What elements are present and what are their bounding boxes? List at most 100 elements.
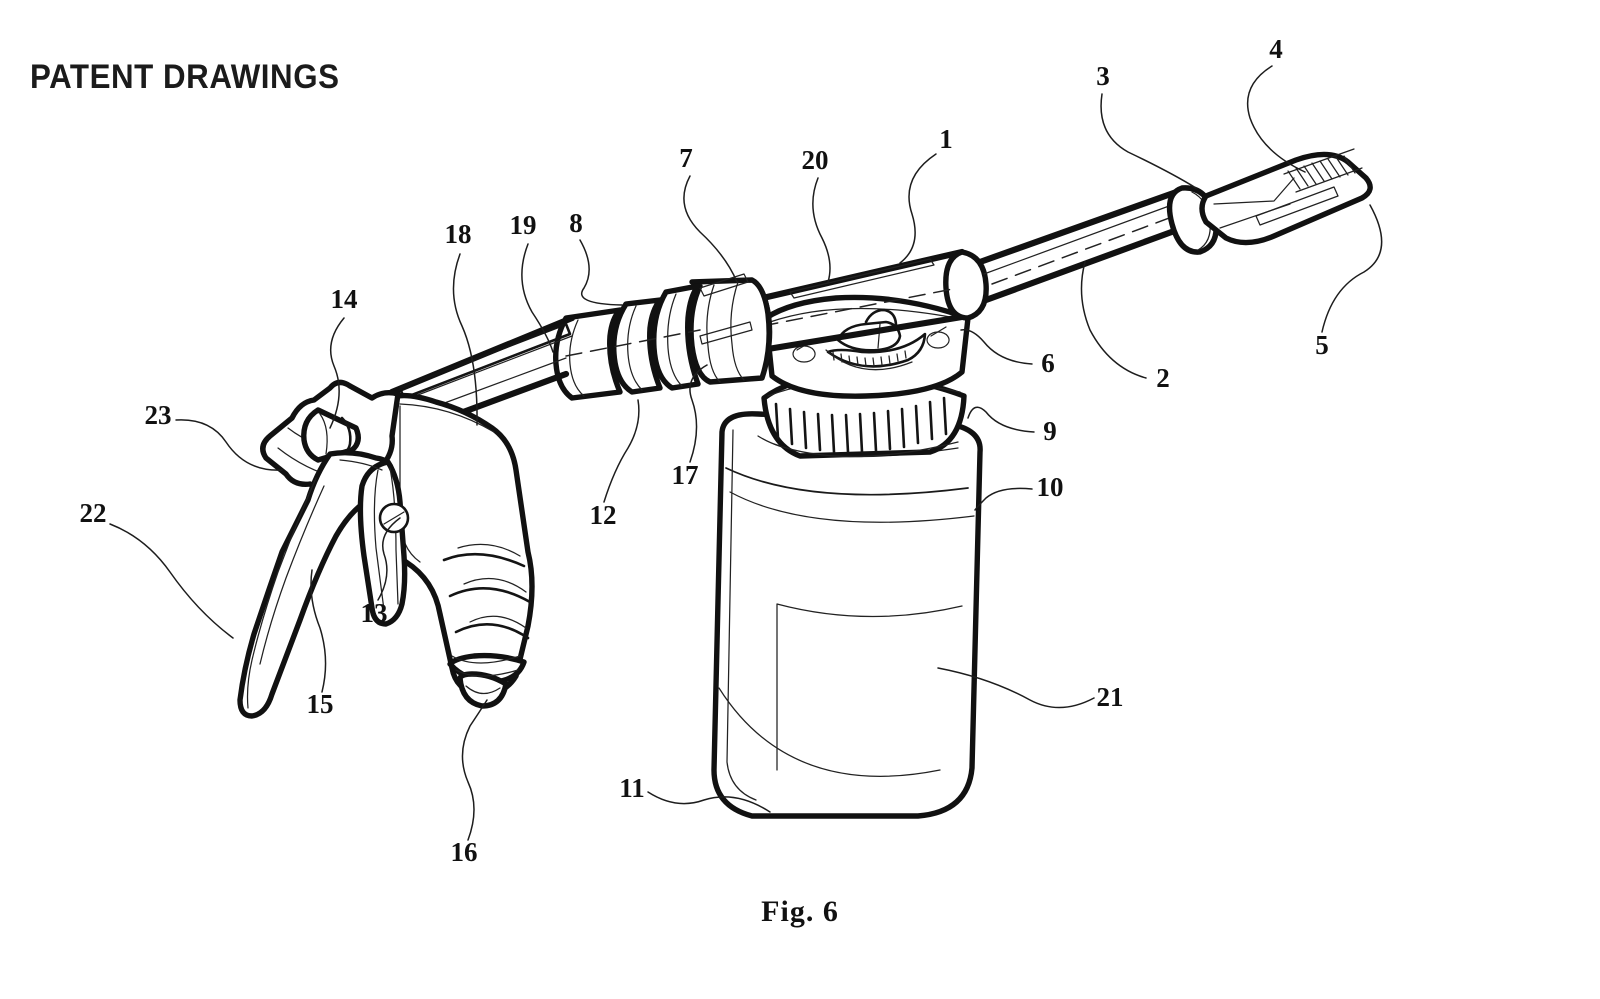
trigger-inner-edge (246, 477, 317, 709)
barrel-slot-20 (789, 258, 935, 299)
grip-ridge-3 (454, 622, 530, 640)
handle-outline (383, 392, 535, 697)
refnum-16: 16 (451, 837, 478, 867)
nozzle-tip-outline (1199, 151, 1373, 246)
refnum-14: 14 (331, 284, 358, 314)
inlet-ring-1 (451, 655, 521, 664)
figure-caption: Fig. 6 (761, 895, 839, 928)
trigger-inner-edge-2 (259, 485, 325, 665)
coupling-assembly (553, 273, 773, 401)
barrel-centerline (761, 287, 959, 327)
canister-shoulder-line (725, 467, 969, 496)
extension-tube (976, 186, 1192, 304)
flange-inner-17 (667, 293, 683, 387)
refnum-12: 12 (590, 500, 617, 530)
refnum-23: 23 (145, 400, 172, 430)
leader-21 (937, 667, 1095, 709)
trigger-upper-face (339, 459, 383, 471)
coupling-nut-rib2 (730, 281, 745, 381)
coupling-flange-17 (651, 283, 701, 391)
ext-tube-top (976, 186, 1186, 266)
handle-top-facet (399, 403, 495, 433)
cap-collar-bottom-edge (773, 441, 959, 458)
leader-16 (461, 699, 488, 841)
refnum-5: 5 (1315, 330, 1329, 360)
grip-inner-1 (457, 543, 521, 557)
upper-rail-18 (398, 322, 572, 400)
leader-20 (812, 177, 831, 283)
leader-12 (603, 399, 640, 503)
refnum-7: 7 (679, 143, 693, 173)
canister-inner-left (726, 429, 757, 801)
refnum-17: 17 (672, 460, 699, 490)
sleeve-12-inner (569, 319, 585, 397)
leader-13 (377, 517, 401, 601)
leader-lines (109, 65, 1383, 841)
leader-7 (683, 175, 738, 283)
grip-inner-3 (469, 615, 527, 629)
refnum-21: 21 (1097, 682, 1124, 712)
leader-11 (647, 791, 771, 813)
head-block-top (769, 307, 967, 323)
inlet-nipple-line (465, 685, 501, 695)
refnum-2: 2 (1156, 363, 1170, 393)
nozzle-rib-panel-border (1283, 148, 1363, 193)
leader-4 (1246, 65, 1306, 173)
nozzle-fan-ribs (1287, 155, 1356, 190)
barrel-body-tube (750, 248, 989, 354)
leader-6 (960, 329, 1033, 365)
leader-10 (974, 487, 1033, 511)
leader-15 (310, 569, 327, 693)
head-screw-right (926, 331, 950, 349)
grip-ridge-1 (442, 552, 526, 568)
coupling-nut-face (750, 278, 773, 380)
coupling-ring-8 (611, 297, 663, 395)
page-title: PATENT DRAWINGS (30, 58, 340, 96)
dial-knob (836, 320, 902, 352)
grip-ridge-2 (448, 587, 532, 604)
refnum-18: 18 (445, 219, 472, 249)
canister-body (711, 411, 983, 819)
refnum-1: 1 (939, 124, 953, 154)
leader-8 (579, 239, 623, 306)
nozzle-facet-line (1213, 177, 1295, 205)
leader-5 (1321, 204, 1383, 333)
nozzle-outlet-slot-5 (1255, 186, 1339, 226)
refnum-19: 19 (510, 210, 537, 240)
leader-14 (329, 317, 345, 429)
fan-spray-nozzle-tip (1199, 148, 1373, 246)
sleeve-centerline (565, 329, 701, 357)
coupling-nut-7 (688, 277, 772, 385)
valve-stem-button-14 (301, 407, 361, 463)
coupling-nut-tab2 (699, 321, 753, 345)
refnum-11: 11 (619, 773, 645, 803)
refnum-3: 3 (1096, 61, 1110, 91)
refnum-9: 9 (1043, 416, 1057, 446)
canister-label-panel (776, 603, 963, 771)
cap-knurl-ribs (774, 396, 948, 454)
trigger-assembly (237, 449, 410, 719)
canister-shoulder-line-2 (729, 491, 975, 523)
pivot-pin-slot (383, 511, 405, 525)
nozzle-edge-line (1219, 203, 1291, 229)
grip-inner-2 (463, 578, 527, 593)
leader-2 (1080, 261, 1147, 379)
head-screw-left (792, 345, 816, 363)
barrel-bottom-edge (758, 312, 972, 354)
refnum-15: 15 (307, 689, 334, 719)
leader-18 (452, 253, 478, 426)
barrel-right-cap (943, 249, 989, 321)
feed-tube-19 (409, 335, 573, 399)
gun-handle (383, 392, 535, 697)
ext-tube-centerline (991, 213, 1181, 285)
air-inlet-fitting (447, 652, 527, 709)
leader-17 (689, 364, 708, 463)
reference-numerals: 1 2 3 4 5 6 7 8 9 10 11 12 13 14 15 16 1… (80, 34, 1329, 867)
refnum-4: 4 (1269, 34, 1283, 64)
inlet-ring-2 (455, 669, 519, 677)
leader-3 (1100, 93, 1197, 189)
leader-23 (175, 419, 283, 471)
refnum-22: 22 (80, 498, 107, 528)
refnum-13: 13 (361, 598, 388, 628)
